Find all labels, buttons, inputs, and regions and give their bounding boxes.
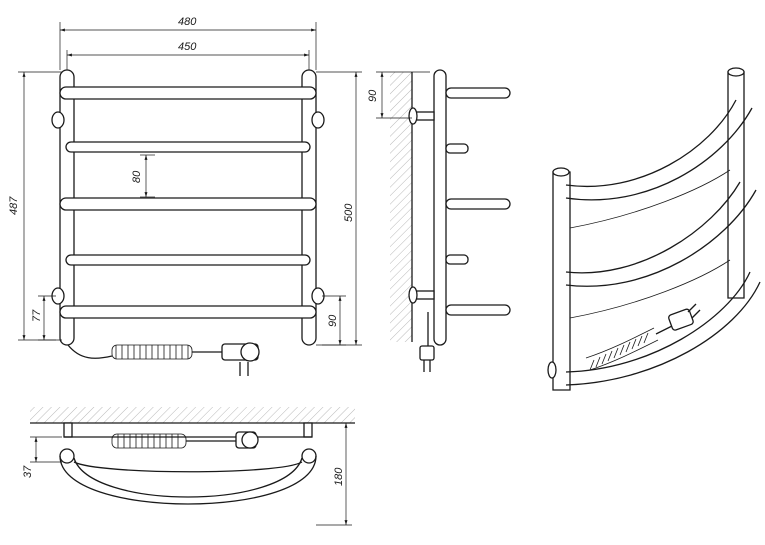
side-view bbox=[390, 69, 511, 372]
power-plug-icon bbox=[221, 342, 260, 376]
rail-4 bbox=[65, 254, 311, 266]
dim-depth-mount: 37 bbox=[22, 465, 34, 478]
dim-width-inner: 450 bbox=[178, 41, 197, 53]
bracket-top-left bbox=[51, 111, 65, 129]
dim-side-top: 90 bbox=[367, 89, 379, 102]
rail-3 bbox=[59, 197, 317, 211]
dim-depth-total: 180 bbox=[333, 467, 345, 486]
top-dimensions: 37 180 bbox=[22, 422, 352, 526]
dim-width-outer: 480 bbox=[178, 16, 197, 28]
perspective-coil bbox=[585, 303, 701, 371]
dim-bottom-left: 77 bbox=[31, 309, 43, 322]
dim-rail-spacing: 80 bbox=[131, 170, 143, 183]
dim-height-right: 500 bbox=[343, 203, 355, 222]
front-view bbox=[51, 69, 325, 376]
front-dimensions: 480 450 487 500 80 77 90 bbox=[8, 16, 362, 346]
side-dimensions: 90 bbox=[367, 71, 430, 119]
dim-height-left: 487 bbox=[8, 196, 20, 215]
rail-5 bbox=[59, 305, 317, 319]
top-view bbox=[30, 407, 355, 505]
rail-1 bbox=[59, 86, 317, 100]
power-cord-coil-icon bbox=[111, 344, 193, 360]
cord-wire bbox=[67, 344, 113, 359]
wall-hatch-icon bbox=[390, 72, 412, 342]
dim-bottom-right: 90 bbox=[327, 314, 339, 327]
top-wall-hatch bbox=[30, 407, 355, 423]
bracket-top-right bbox=[311, 111, 325, 129]
perspective-view bbox=[547, 67, 761, 391]
rail-2 bbox=[65, 141, 311, 153]
side-post bbox=[433, 69, 447, 346]
